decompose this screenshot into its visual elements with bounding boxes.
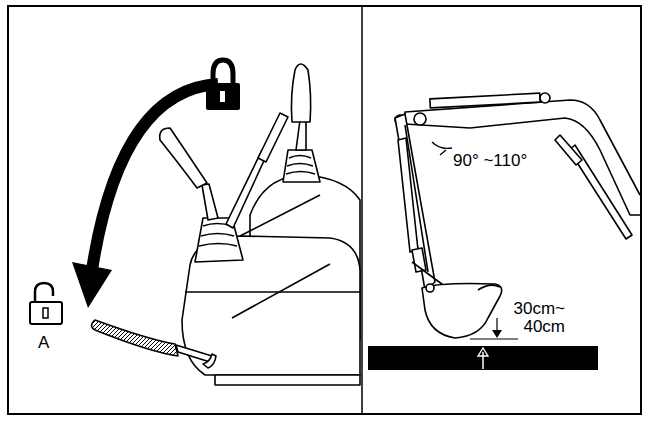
height-dimension: 30cm~ 40cm [512,300,566,336]
angle-dimension: 90° ~110° [452,152,528,170]
callout-letter: A [37,334,50,352]
